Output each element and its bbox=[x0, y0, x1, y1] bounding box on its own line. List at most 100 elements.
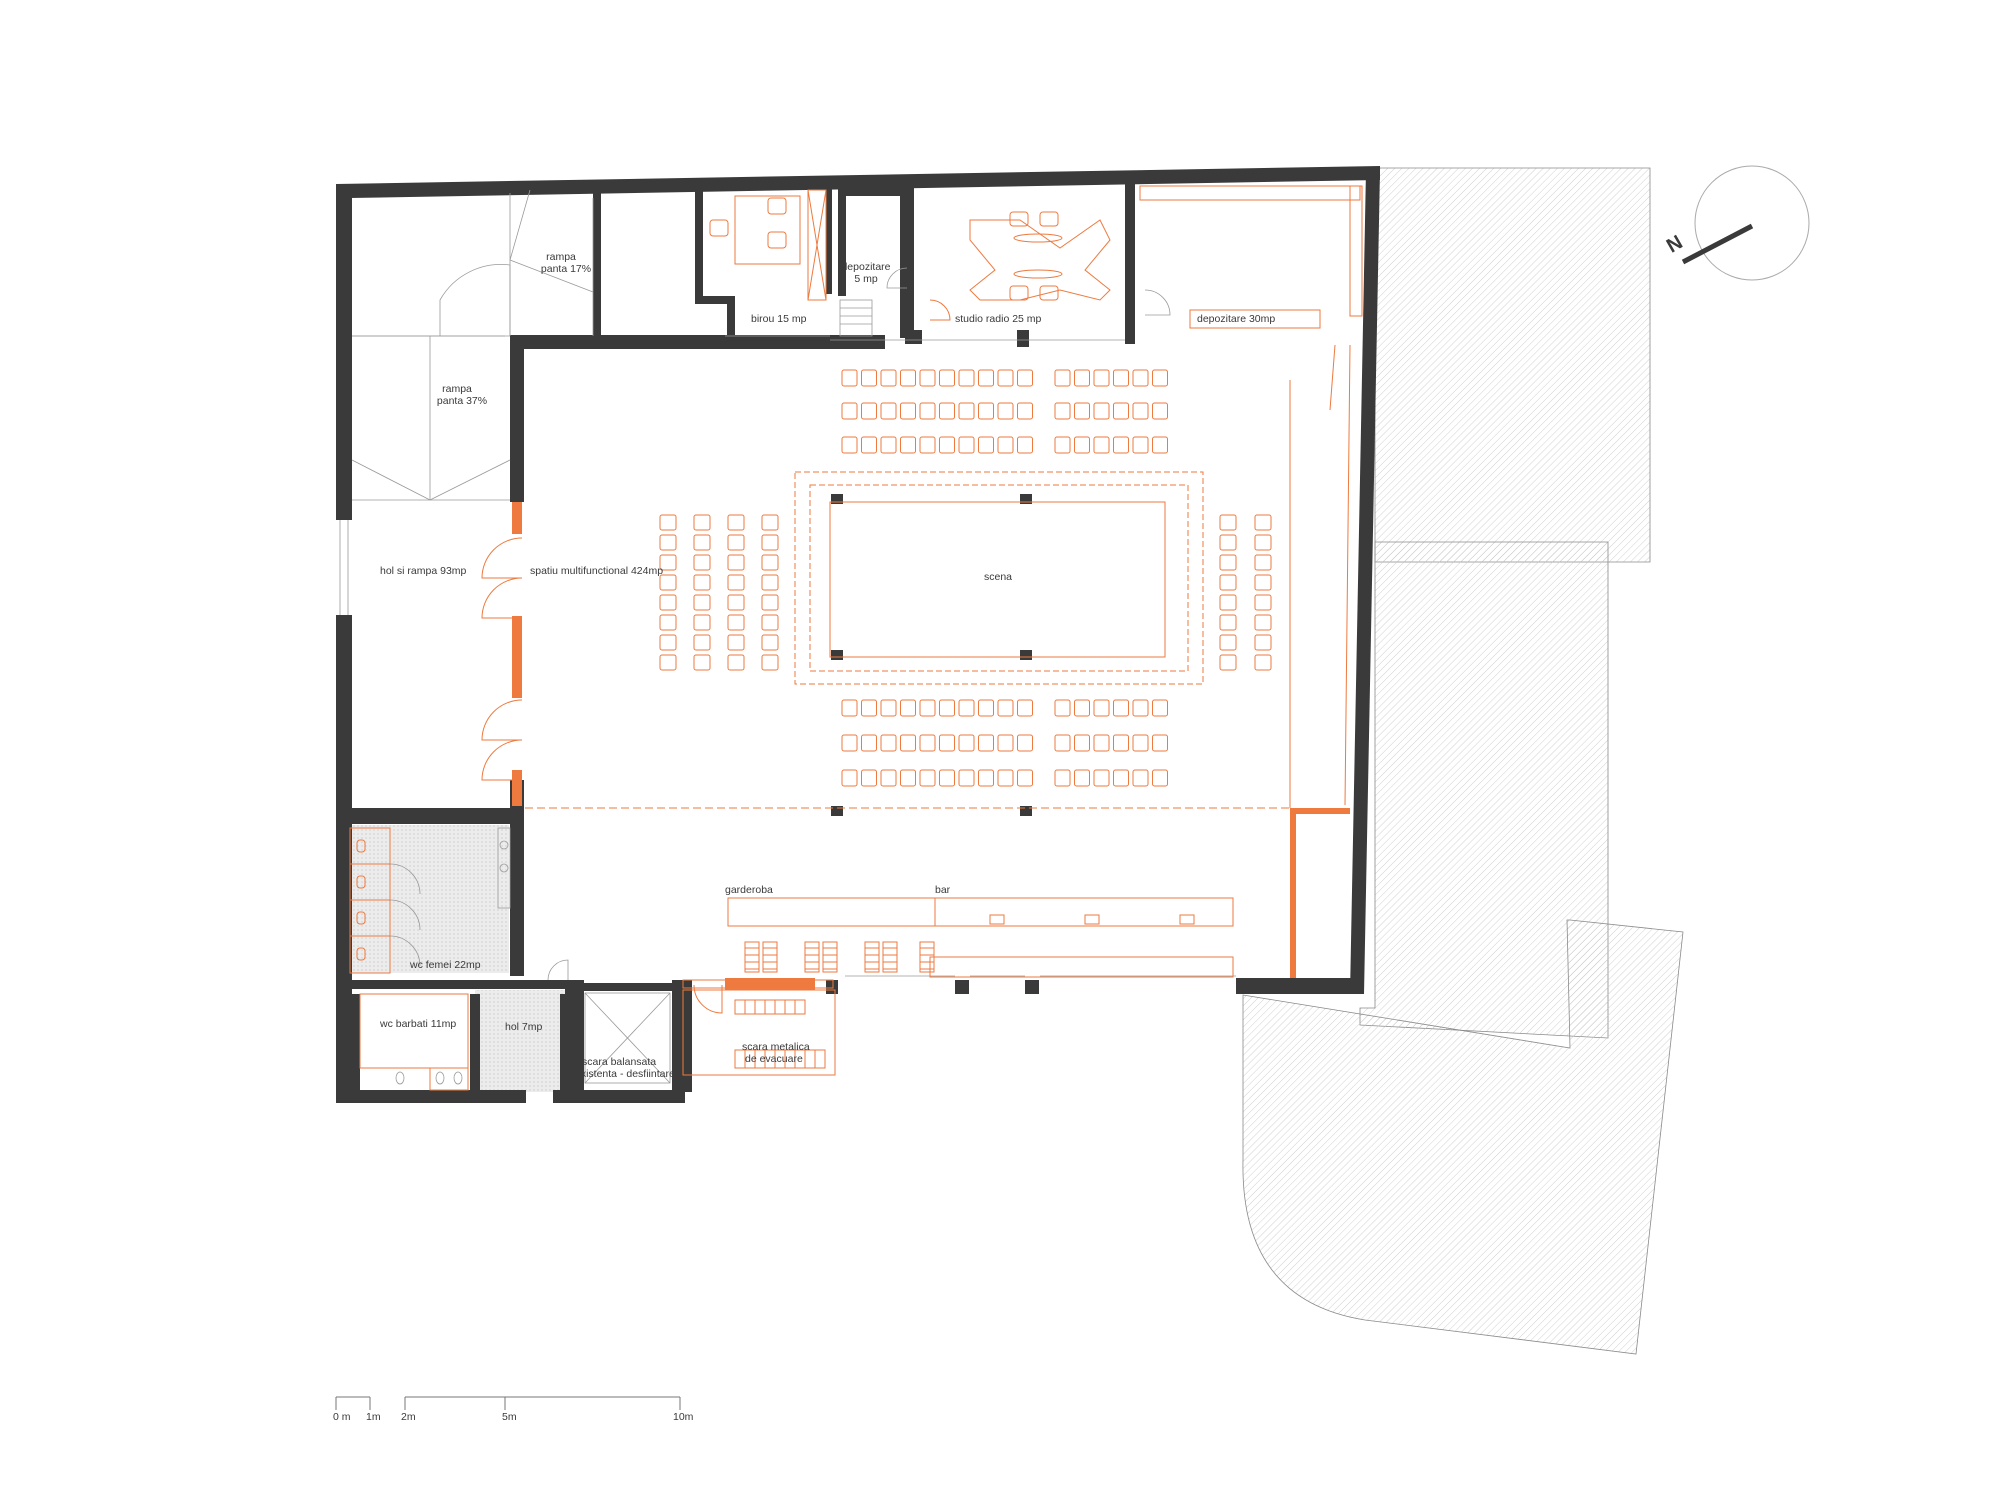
seat bbox=[919, 369, 936, 387]
orange-walls bbox=[512, 502, 1350, 990]
bar-stool bbox=[919, 941, 935, 973]
north-arrow: N bbox=[1663, 165, 1810, 281]
seat bbox=[841, 402, 858, 420]
seat bbox=[978, 436, 994, 454]
seat bbox=[1254, 594, 1272, 611]
seat bbox=[861, 769, 877, 787]
label-scena: scena bbox=[984, 571, 1012, 583]
walls bbox=[336, 166, 1380, 1103]
seat bbox=[1219, 534, 1237, 551]
label-wc-barbati: wc barbati 11mp bbox=[379, 1018, 456, 1030]
seat bbox=[861, 699, 877, 717]
seat bbox=[1113, 769, 1129, 787]
seat bbox=[1093, 699, 1110, 717]
scale-tick-1: 1m bbox=[366, 1411, 381, 1423]
label-hol-7: hol 7mp bbox=[505, 1021, 543, 1033]
seat bbox=[919, 402, 936, 420]
seat bbox=[1113, 734, 1129, 752]
seat bbox=[659, 594, 677, 611]
label-birou: birou 15 mp bbox=[751, 313, 807, 325]
seat bbox=[919, 734, 936, 752]
seat bbox=[978, 402, 994, 420]
seat bbox=[997, 769, 1014, 787]
label-depozitare-30: depozitare 30mp bbox=[1197, 313, 1275, 325]
bar-stool bbox=[762, 941, 778, 973]
seat bbox=[1093, 436, 1110, 454]
seat bbox=[693, 614, 711, 631]
seat bbox=[1152, 402, 1168, 420]
seat bbox=[958, 734, 975, 752]
label-wc-femei: wc femei 22mp bbox=[409, 959, 481, 971]
seat bbox=[1152, 769, 1168, 787]
seat bbox=[693, 554, 711, 571]
seat bbox=[1017, 734, 1033, 752]
seat bbox=[997, 699, 1014, 717]
seat bbox=[693, 634, 711, 651]
label-rampa-37: rampa bbox=[442, 383, 472, 395]
seat bbox=[693, 594, 711, 611]
seat bbox=[1219, 594, 1237, 611]
seat bbox=[1219, 574, 1237, 591]
seat bbox=[841, 734, 858, 752]
seat bbox=[1132, 369, 1149, 387]
old-stair bbox=[584, 992, 671, 1084]
seat bbox=[727, 534, 745, 551]
seat bbox=[939, 769, 955, 787]
seat bbox=[880, 369, 897, 387]
bar-stool bbox=[822, 941, 838, 973]
bar-stools bbox=[744, 941, 935, 973]
label-bar: bar bbox=[935, 884, 951, 896]
seat bbox=[1254, 654, 1272, 671]
bar-stool bbox=[744, 941, 760, 973]
seat bbox=[900, 734, 916, 752]
seat bbox=[1017, 699, 1033, 717]
seat bbox=[978, 769, 994, 787]
seat bbox=[693, 534, 711, 551]
seat bbox=[1219, 554, 1237, 571]
seat bbox=[900, 699, 916, 717]
seat bbox=[1254, 574, 1272, 591]
seat bbox=[958, 699, 975, 717]
label-scara-metalica-purpose: de evacuare bbox=[745, 1053, 803, 1065]
seat bbox=[761, 654, 779, 671]
seat bbox=[880, 769, 897, 787]
seat bbox=[900, 369, 916, 387]
seat bbox=[900, 769, 916, 787]
seat bbox=[919, 769, 936, 787]
seat bbox=[693, 514, 711, 531]
seat bbox=[727, 594, 745, 611]
metal-stair bbox=[682, 989, 836, 1076]
seat bbox=[1054, 699, 1071, 717]
seat bbox=[939, 369, 955, 387]
label-rampa-17: rampa bbox=[546, 251, 576, 263]
wc-fixtures bbox=[349, 827, 511, 1091]
seat bbox=[1017, 769, 1033, 787]
seat bbox=[1054, 734, 1071, 752]
seat bbox=[939, 699, 955, 717]
seat bbox=[1219, 614, 1237, 631]
seat bbox=[1254, 554, 1272, 571]
seat bbox=[1254, 514, 1272, 531]
label-garderoba: garderoba bbox=[725, 884, 773, 896]
seat bbox=[727, 514, 745, 531]
seat bbox=[958, 769, 975, 787]
seat bbox=[727, 654, 745, 671]
seat bbox=[880, 699, 897, 717]
seat bbox=[978, 734, 994, 752]
scale-tick-10: 10m bbox=[673, 1411, 694, 1423]
seat bbox=[1054, 369, 1071, 387]
room-labels: rampa panta 17% rampa panta 37% depozita… bbox=[379, 251, 1275, 1080]
seat bbox=[939, 734, 955, 752]
seat bbox=[861, 369, 877, 387]
seat bbox=[978, 369, 994, 387]
seat bbox=[880, 436, 897, 454]
seat bbox=[1074, 699, 1090, 717]
seat bbox=[1254, 614, 1272, 631]
seat bbox=[761, 594, 779, 611]
bar-stool bbox=[882, 941, 898, 973]
seat bbox=[1113, 402, 1129, 420]
label-depozitare-5: depozitare bbox=[841, 261, 890, 273]
seat bbox=[861, 734, 877, 752]
label-rampa-17-slope: panta 17% bbox=[541, 263, 591, 275]
